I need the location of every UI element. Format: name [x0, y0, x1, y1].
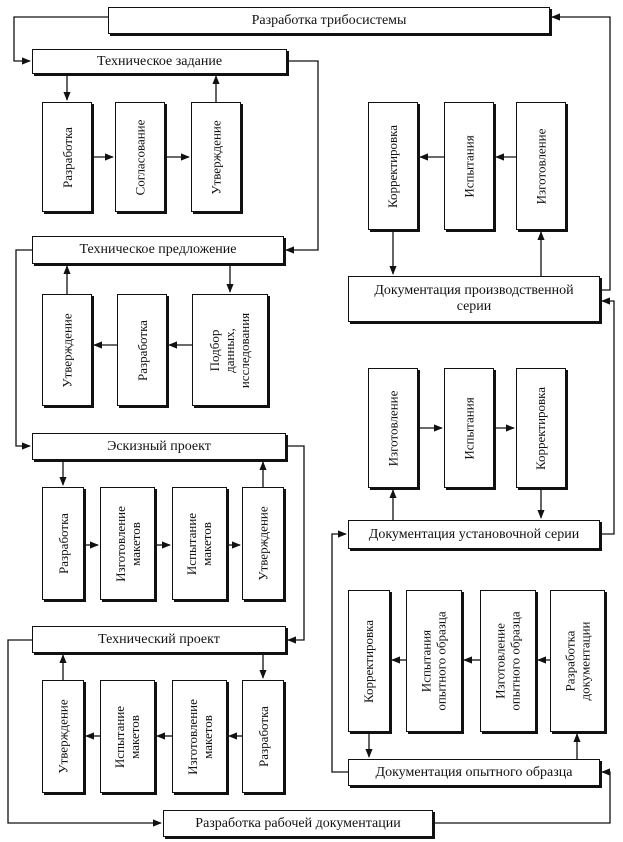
stage-installation-docs-label: Документация установочной серии	[368, 526, 580, 542]
stage-technical-proposal: Техническое предложение	[32, 236, 284, 264]
step-tpr-approve: Утверждение	[42, 680, 84, 793]
step-tp-develop: Разработка	[117, 294, 167, 406]
stage-technical-project-label: Технический проект	[98, 631, 220, 647]
step-tp-develop-label: Разработка	[134, 319, 150, 381]
step-tpr-develop-label: Разработка	[255, 706, 271, 767]
step-proto-correct: Корректировка	[348, 590, 390, 732]
header-tribosystem-development: Разработка трибосистемы	[108, 7, 550, 34]
stage-sketch-project-label: Эскизный проект	[107, 438, 211, 454]
step-tp-select-data: Подбор данных, исследования	[192, 294, 268, 406]
stage-technical-task-label: Техническое задание	[96, 53, 223, 69]
step-prod-correct-label: Корректировка	[385, 124, 401, 208]
step-sp-develop: Разработка	[42, 487, 84, 600]
step-sp-test-models: Испытание макетов	[172, 487, 227, 600]
step-tt-approve: Утверждение	[191, 102, 241, 212]
step-tt-agree-label: Согласование	[132, 119, 148, 195]
step-proto-test-label: Испытания опытного образца	[419, 611, 449, 711]
stage-prototype-docs-label: Документация опытного образца	[375, 764, 573, 780]
connector-arrow	[15, 249, 32, 450]
step-sp-approve-label: Утверждение	[255, 506, 271, 581]
step-prod-test-label: Испытания	[461, 134, 477, 198]
step-proto-develop-docs-label: Разработка документации	[562, 621, 593, 701]
stage-sketch-project: Эскизный проект	[32, 433, 286, 460]
connector-arrow	[433, 768, 611, 824]
connector-arrow	[13, 16, 108, 65]
step-inst-test: Испытания	[444, 368, 494, 488]
step-tt-agree: Согласование	[115, 102, 165, 212]
step-tt-develop: Разработка	[42, 102, 92, 212]
step-sp-make-models-label: Изготовление макетов	[112, 505, 143, 582]
step-proto-make: Изготовление опытного образца	[480, 590, 536, 732]
step-inst-correct: Корректировка	[516, 368, 566, 488]
stage-production-docs: Документация производственной серии	[348, 276, 600, 322]
step-sp-approve: Утверждение	[242, 487, 284, 600]
step-prod-correct: Корректировка	[368, 102, 418, 230]
step-inst-make-label: Изготовление	[385, 390, 401, 466]
step-proto-make-label: Изготовление опытного образца	[493, 611, 523, 711]
stage-installation-docs: Документация установочной серии	[348, 520, 600, 549]
step-tt-develop-label: Разработка	[59, 126, 75, 188]
step-proto-test: Испытания опытного образца	[406, 590, 462, 732]
step-tpr-make-models: Изготовление макетов	[172, 680, 227, 793]
stage-working-documentation: Разработка рабочей документации	[163, 810, 433, 837]
connector-arrow	[551, 13, 611, 291]
step-tp-select-data-label: Подбор данных, исследования	[207, 312, 253, 388]
step-tpr-make-models-label: Изготовление макетов	[184, 698, 215, 775]
connector-arrow	[331, 530, 348, 773]
stage-technical-proposal-label: Техническое предложение	[79, 242, 237, 257]
step-tpr-develop: Разработка	[242, 680, 284, 793]
step-inst-test-label: Испытания	[461, 396, 477, 460]
stage-production-docs-label: Документация производственной серии	[374, 283, 574, 314]
step-inst-make: Изготовление	[368, 368, 418, 488]
header-tribosystem-label: Разработка трибосистемы	[251, 12, 407, 28]
step-tt-approve-label: Утверждение	[208, 119, 224, 195]
step-prod-make: Изготовление	[516, 102, 566, 230]
stage-technical-project: Технический проект	[32, 626, 286, 653]
step-sp-test-models-label: Испытание макетов	[184, 512, 215, 575]
connector-arrow	[7, 639, 162, 827]
step-tpr-test-models-label: Испытание макетов	[112, 705, 143, 768]
step-tpr-test-models: Испытание макетов	[100, 680, 155, 793]
step-prod-make-label: Изготовление	[533, 128, 549, 204]
connector-arrow	[285, 60, 319, 254]
connector-arrow	[286, 445, 305, 644]
stage-working-documentation-label: Разработка рабочей документации	[195, 815, 401, 831]
connector-arrow	[600, 297, 615, 535]
step-sp-make-models: Изготовление макетов	[100, 487, 155, 600]
step-prod-test: Испытания	[444, 102, 494, 230]
step-sp-develop-label: Разработка	[55, 513, 71, 574]
step-tpr-approve-label: Утверждение	[55, 699, 71, 774]
step-tp-approve: Утверждение	[42, 294, 92, 406]
step-tp-approve-label: Утверждение	[59, 312, 75, 388]
step-inst-correct-label: Корректировка	[533, 386, 549, 470]
step-proto-correct-label: Корректировка	[361, 619, 377, 703]
stage-prototype-docs: Документация опытного образца	[348, 759, 600, 786]
stage-technical-task: Техническое задание	[32, 49, 287, 74]
step-proto-develop-docs: Разработка документации	[550, 590, 605, 732]
